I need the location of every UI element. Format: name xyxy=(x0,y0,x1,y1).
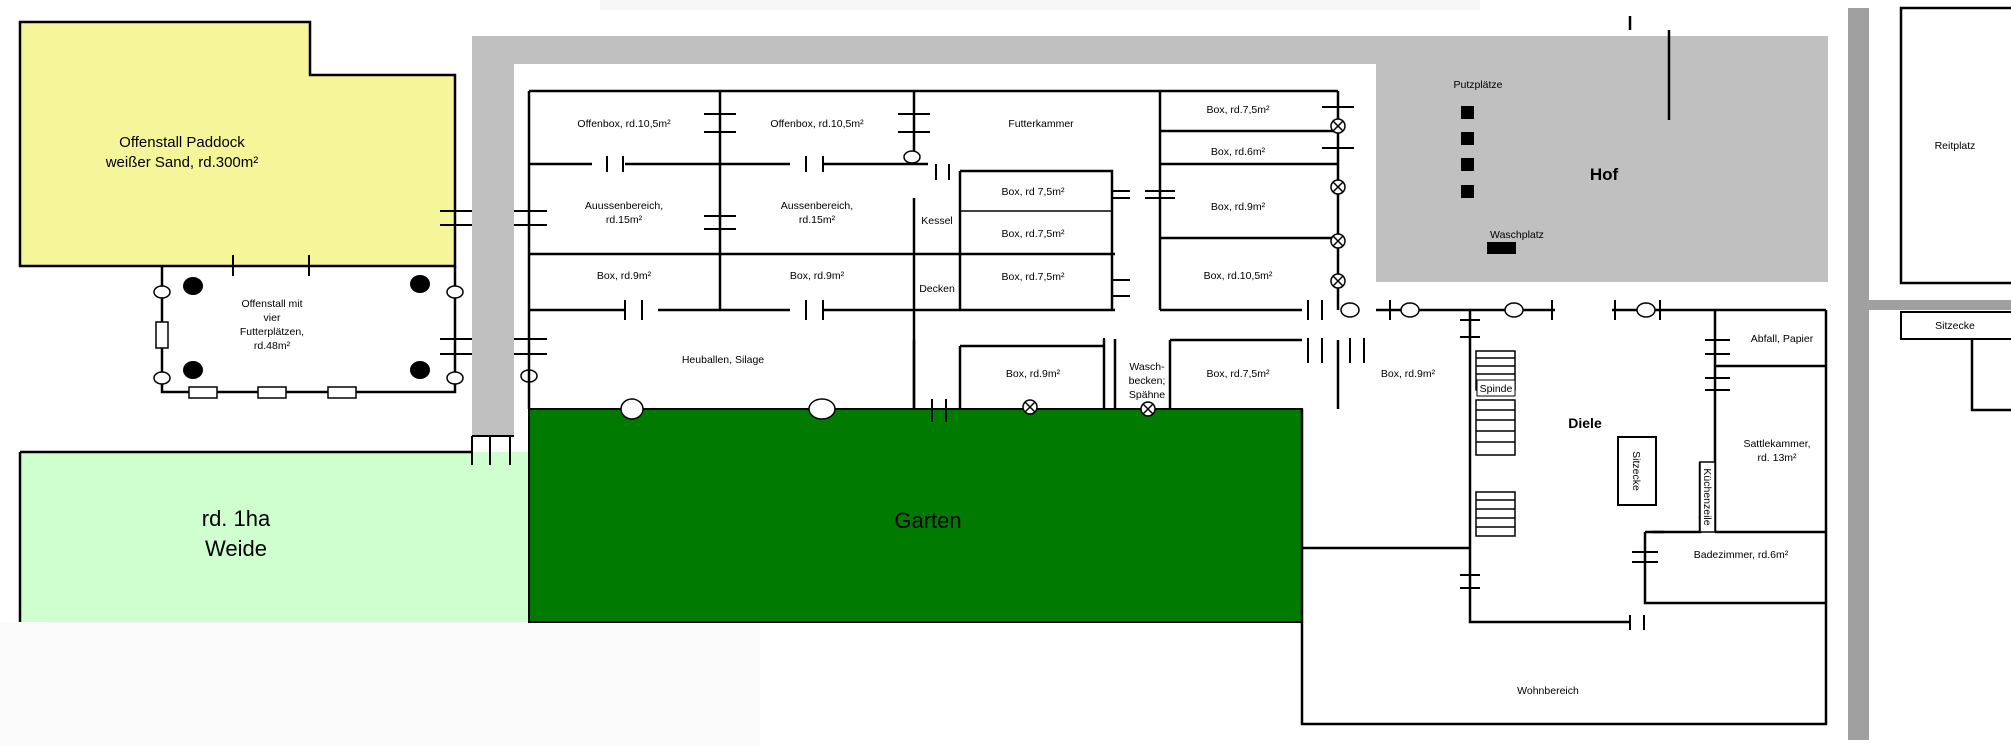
offenstall-label: vier xyxy=(264,312,281,324)
waschbecken-label: Spähne xyxy=(1129,389,1165,401)
sitzecke-table xyxy=(1617,436,1657,506)
light-fixture xyxy=(257,386,287,399)
reitplatz-area xyxy=(1899,6,2011,285)
offenbox-2-label: Offenbox, rd.10,5m² xyxy=(770,118,864,130)
sitzecke-outdoor-label: Sitzecke xyxy=(1935,320,1975,332)
sattle-label: Sattlekammer, xyxy=(1743,438,1810,450)
garten-area xyxy=(528,408,1303,623)
weide-label: Weide xyxy=(205,536,267,561)
lower-left-lawn xyxy=(0,622,760,746)
stairs xyxy=(1475,350,1516,537)
weide-label: rd. 1ha xyxy=(202,506,271,531)
box-6-label: Box, rd.6m² xyxy=(1211,146,1266,158)
lamp-icon xyxy=(620,398,644,420)
waschplatz-marker xyxy=(1487,242,1516,254)
gates xyxy=(440,210,547,465)
box-75-b-label: Box, rd.7,5m² xyxy=(1001,228,1065,240)
box-9-l-label: Box, rd.9m² xyxy=(597,270,652,282)
kuechenzeile-label: Küchenzeile xyxy=(1701,468,1713,525)
path-vertical xyxy=(472,36,514,436)
hof-label: Hof xyxy=(1590,165,1619,184)
hof-courtyard xyxy=(1376,36,1828,282)
stable-doors xyxy=(606,106,1365,422)
light-fixture xyxy=(188,386,218,399)
bad-label: Badezimmer, rd.6m² xyxy=(1694,549,1789,561)
putzplatz-marker xyxy=(1461,132,1474,145)
path-right-vertical xyxy=(1848,8,1869,740)
light-fixture xyxy=(155,321,169,349)
abfall-label: Abfall, Papier xyxy=(1751,333,1814,345)
ceiling-lights xyxy=(1022,118,1346,417)
kessel-label: Kessel xyxy=(921,215,953,227)
offenstall-label: Offenstall mit xyxy=(241,298,302,310)
house-doors xyxy=(1389,300,1730,630)
lamp-icon xyxy=(1636,302,1656,318)
lamp-icon xyxy=(1504,302,1524,318)
path-right-branch xyxy=(1869,300,2011,310)
box-9-r1-label: Box, rd.9m² xyxy=(1211,201,1266,213)
box-rd75-a-label: Box, rd 7,5m² xyxy=(1001,186,1065,198)
sattle-label: rd. 13m² xyxy=(1757,452,1797,464)
lamp-icon xyxy=(903,150,921,164)
lamp-icon xyxy=(446,371,464,385)
decken-label: Decken xyxy=(919,283,955,295)
heuballen-label: Heuballen, Silage xyxy=(682,354,764,366)
box-105-label: Box, rd.10,5m² xyxy=(1204,270,1273,282)
putzplaetze-label: Putzplätze xyxy=(1453,79,1502,91)
spinde-label: Spinde xyxy=(1480,383,1513,395)
feeding-spot xyxy=(410,275,430,293)
aussen-2-label: Aussenbereich, xyxy=(781,200,853,212)
aussen-1-label: Auussenbereich, xyxy=(585,200,663,212)
kuechenzeile-counter xyxy=(1699,461,1716,533)
offenstall-label: Futterplätzen, xyxy=(240,326,304,338)
box-75-lower-label: Box, rd.7,5m² xyxy=(1206,368,1270,380)
aussen-2-label: rd.15m² xyxy=(799,214,836,226)
waschbecken-label: becken; xyxy=(1129,375,1166,387)
paddock-sand-label: weißer Sand, rd.300m² xyxy=(105,154,259,171)
reitplatz-label: Reitplatz xyxy=(1935,140,1976,152)
feeding-spot xyxy=(183,361,203,379)
feeding-spot xyxy=(183,277,203,295)
box-9-right-label: Box, rd.9m² xyxy=(1381,368,1436,380)
box-9-m-label: Box, rd.9m² xyxy=(790,270,845,282)
box-75-c-label: Box, rd.7,5m² xyxy=(1001,271,1065,283)
lamp-icon xyxy=(1340,302,1360,318)
futterkammer-label: Futterkammer xyxy=(1008,118,1074,130)
waschbecken-label: Wasch- xyxy=(1129,361,1165,373)
paddock-area xyxy=(18,20,457,268)
light-fixture xyxy=(327,386,357,399)
putzplatz-marker xyxy=(1461,158,1474,171)
paddock-label: Offenstall Paddock xyxy=(119,134,245,151)
diele-label: Diele xyxy=(1568,415,1602,431)
offenbox-1-label: Offenbox, rd.10,5m² xyxy=(577,118,671,130)
putzplatz-marker xyxy=(1461,106,1474,119)
sitzecke-outdoor xyxy=(1900,311,2011,340)
sitzecke-in-label: Sitzecke xyxy=(1630,451,1642,491)
wohn-label: Wohnbereich xyxy=(1517,685,1579,697)
lamp-icon xyxy=(1400,302,1420,318)
lamp-icon xyxy=(153,371,171,385)
lamp-icon xyxy=(153,285,171,299)
garten-label: Garten xyxy=(894,508,961,533)
lamp-icon xyxy=(808,398,836,420)
box-9-lower-label: Box, rd.9m² xyxy=(1006,368,1061,380)
waschplatz-label: Waschplatz xyxy=(1490,229,1544,241)
putzplatz-marker xyxy=(1461,185,1474,198)
top-strip xyxy=(600,0,1480,10)
aussen-1-label: rd.15m² xyxy=(606,214,643,226)
box-75-top-label: Box, rd.7,5m² xyxy=(1206,104,1270,116)
weide-area xyxy=(20,452,623,622)
stable-footprint xyxy=(514,64,1376,409)
offenstall-label: rd.48m² xyxy=(254,340,291,352)
feeding-spot xyxy=(410,361,430,379)
lamp-icon xyxy=(446,285,464,299)
